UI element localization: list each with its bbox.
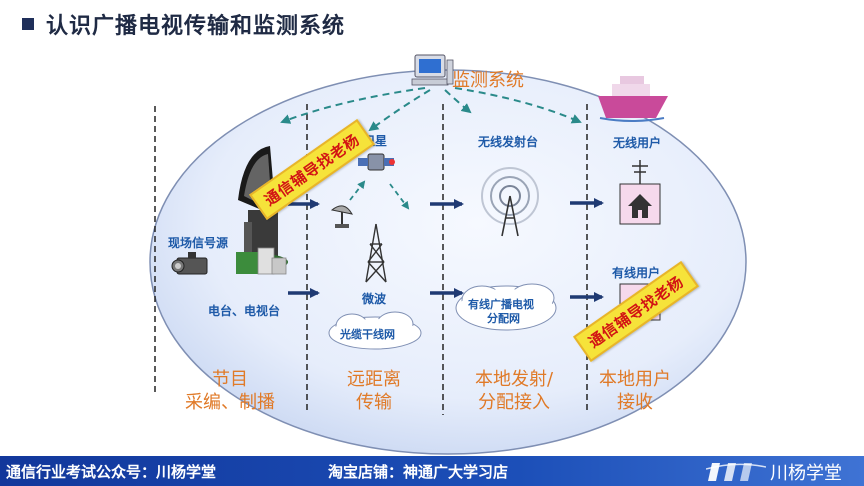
- title-bullet: [22, 18, 34, 30]
- wired-user-label: 有线用户: [612, 266, 661, 280]
- ship-icon: [598, 76, 668, 122]
- monitoring-links: [280, 87, 582, 132]
- microwave-label: 微波: [362, 292, 387, 306]
- stage-local-distribution-line2: 分配接入: [478, 392, 550, 413]
- stage-user-reception-line2: 接收: [617, 392, 653, 413]
- stage-transmission-line1: 远距离: [347, 369, 401, 390]
- flow-arrows: [288, 198, 604, 302]
- fiber-cloud-icon: [328, 311, 422, 350]
- satellite-links: [349, 180, 410, 210]
- footer-brand: 川杨学堂: [770, 463, 842, 484]
- stage-transmission: 远距离 传输: [326, 368, 422, 414]
- uplink-dish-icon: [330, 205, 353, 228]
- page-title: 认识广播电视传输和监测系统: [46, 14, 346, 39]
- footer-shop: 淘宝店铺：神通广大学习店: [328, 463, 509, 481]
- microwave-tower-icon: [365, 223, 387, 283]
- cable-network-cloud-icon: [455, 283, 557, 331]
- video-camera-icon: [171, 252, 208, 275]
- stage-local-distribution: 本地发射/ 分配接入: [458, 368, 570, 414]
- monitor-system-label: 监测系统: [452, 70, 524, 91]
- stage-production: 节目 采编、制播: [175, 368, 285, 414]
- field-source-label: 现场信号源: [168, 236, 229, 250]
- satellite-icon: [358, 153, 395, 171]
- fiber-network-label: 光缆干线网: [340, 328, 395, 341]
- footer-public-account: 通信行业考试公众号：川杨学堂: [6, 463, 217, 481]
- stage-production-line2: 采编、制播: [185, 392, 275, 413]
- stage-transmission-line2: 传输: [356, 392, 392, 413]
- wireless-transmitter-label: 无线发射台: [478, 135, 539, 149]
- wireless-user-label: 无线用户: [613, 136, 662, 150]
- stage-user-reception-line1: 本地用户: [599, 369, 671, 390]
- house-antenna-icon: [619, 160, 661, 225]
- footer-bar: 通信行业考试公众号：川杨学堂 淘宝店铺：神通广大学习店 川杨学堂: [0, 456, 864, 486]
- wireless-transmitter-icon: [481, 167, 539, 237]
- stage-production-line1: 节目: [212, 369, 248, 390]
- brand-logo-icon: [706, 463, 766, 481]
- cable-network-label-line1: 有线广播电视: [468, 298, 534, 311]
- station-building-icon: [236, 247, 287, 275]
- stage-local-distribution-line1: 本地发射/: [474, 369, 554, 390]
- cable-network-label-line2: 分配网: [487, 312, 520, 325]
- stage-user-reception: 本地用户 接收: [583, 368, 687, 414]
- station-label: 电台、电视台: [208, 304, 281, 318]
- computer-icon: [411, 54, 454, 86]
